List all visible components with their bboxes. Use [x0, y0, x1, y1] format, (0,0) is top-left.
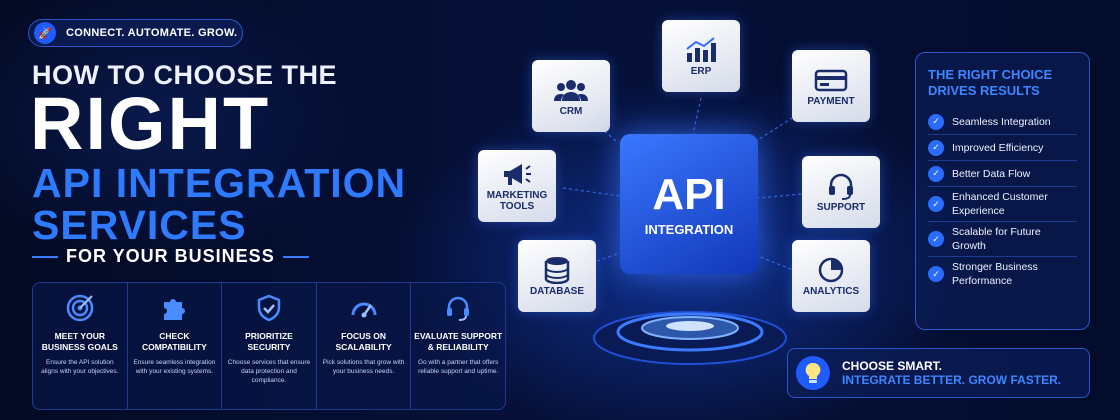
headline-line1: HOW TO CHOOSE THE: [32, 60, 338, 90]
result-text: Seamless Integration: [952, 115, 1051, 128]
check-icon: ✓: [928, 231, 944, 247]
users-icon: [554, 76, 588, 104]
headset-icon: [826, 172, 856, 200]
cta-line2: INTEGRATE BETTER. GROW FASTER.: [842, 373, 1062, 387]
check-icon: ✓: [928, 165, 944, 182]
headline-line3: API INTEGRATION: [32, 160, 407, 206]
result-text: Stronger Business Performance: [952, 261, 1038, 287]
step-title: PRIORITIZE SECURITY: [245, 331, 293, 352]
puzzle-piece-erp: ERP: [662, 20, 740, 92]
step-title: CHECK COMPATIBILITY: [141, 331, 207, 352]
result-text: Improved Efficiency: [952, 141, 1044, 154]
puzzle-piece-analytics: ANALYTICS: [792, 240, 870, 312]
steps-panel: MEET YOUR BUSINESS GOALS Ensure the API …: [32, 282, 506, 410]
result-item: ✓ Improved Efficiency: [928, 135, 1077, 161]
bar-chart-icon: [684, 36, 718, 64]
headline-line4: SERVICES: [32, 202, 247, 248]
piece-label: PAYMENT: [807, 95, 855, 107]
check-icon: ✓: [928, 266, 944, 282]
step-desc: Go with a partner that offers reliable s…: [417, 359, 499, 375]
piece-label: MARKETING TOOLS: [486, 190, 548, 212]
step-security: PRIORITIZE SECURITY Choose services that…: [222, 283, 317, 409]
step-desc: Pick solutions that grow with your busin…: [322, 359, 405, 375]
megaphone-icon: [501, 160, 533, 188]
result-text: Enhanced Customer Experience: [952, 191, 1048, 217]
result-text: Better Data Flow: [952, 167, 1031, 180]
check-icon: ✓: [928, 113, 944, 130]
cta-text: CHOOSE SMART. INTEGRATE BETTER. GROW FAS…: [842, 359, 1061, 387]
puzzle-piece-support: SUPPORT: [802, 156, 880, 228]
results-panel: THE RIGHT CHOICE DRIVES RESULTS ✓ Seamle…: [915, 52, 1090, 330]
step-desc: Ensure seamless integration with your ex…: [133, 359, 216, 375]
check-icon: ✓: [928, 196, 944, 212]
lightbulb-icon: [796, 356, 830, 390]
result-item: ✓ Scalable for Future Growth: [928, 222, 1077, 257]
divider-right: [282, 255, 309, 258]
headline-line5: FOR YOUR BUSINESS: [32, 246, 352, 267]
result-text: Scalable for Future Growth: [952, 226, 1041, 252]
tagline-pill: 🚀 CONNECT. AUTOMATE. GROW.: [28, 19, 243, 47]
step-scalability: FOCUS ON SCALABILITY Pick solutions that…: [317, 283, 412, 409]
check-icon: ✓: [928, 139, 944, 156]
puzzle-piece-database: DATABASE: [518, 240, 596, 312]
puzzle-piece-crm: CRM: [532, 60, 610, 132]
hub-sub-text: INTEGRATION: [644, 221, 734, 237]
result-item: ✓ Seamless Integration: [928, 109, 1077, 135]
headline-line5-text: FOR YOUR BUSINESS: [66, 246, 275, 266]
shield-icon: [252, 291, 286, 325]
step-title: MEET YOUR BUSINESS GOALS: [41, 331, 118, 352]
credit-card-icon: [814, 66, 848, 94]
puzzle-piece-payment: PAYMENT: [792, 50, 870, 122]
step-desc: Choose services that ensure data protect…: [227, 359, 311, 384]
piece-label: ANALYTICS: [802, 285, 860, 297]
piece-label: ERP: [690, 65, 712, 77]
headset-icon: [441, 291, 475, 325]
puzzle-piece-marketing: MARKETING TOOLS: [478, 150, 556, 222]
api-integration-hub: API INTEGRATION: [620, 134, 758, 274]
hub-main-text: API: [652, 169, 726, 219]
database-icon: [544, 256, 570, 284]
cta-banner: CHOOSE SMART. INTEGRATE BETTER. GROW FAS…: [787, 348, 1090, 398]
step-business-goals: MEET YOUR BUSINESS GOALS Ensure the API …: [33, 283, 128, 409]
result-item: ✓ Stronger Business Performance: [928, 257, 1077, 291]
cta-line1: CHOOSE SMART.: [842, 359, 943, 373]
result-item: ✓ Better Data Flow: [928, 161, 1077, 187]
puzzle-icon: [157, 291, 191, 325]
step-desc: Ensure the API solution aligns with your…: [41, 359, 119, 375]
tagline-text: CONNECT. AUTOMATE. GROW.: [66, 27, 238, 39]
results-title: THE RIGHT CHOICE DRIVES RESULTS: [928, 67, 1053, 98]
piece-label: CRM: [559, 105, 583, 117]
glowing-platform: [593, 311, 787, 365]
step-title: EVALUATE SUPPORT & RELIABILITY: [414, 331, 503, 352]
divider-left: [32, 255, 58, 258]
step-title: FOCUS ON SCALABILITY: [335, 331, 392, 352]
piece-label: SUPPORT: [816, 201, 866, 213]
pie-chart-icon: [817, 256, 845, 284]
step-compatibility: CHECK COMPATIBILITY Ensure seamless inte…: [128, 283, 223, 409]
target-icon: [63, 291, 97, 325]
gauge-icon: [347, 291, 381, 325]
headline-line2: RIGHT: [30, 82, 271, 165]
integration-diagram: CRM ERP PAYMENT MARKETING TOOLS SUPPORT …: [468, 18, 910, 408]
piece-label: DATABASE: [529, 285, 585, 297]
step-support: EVALUATE SUPPORT & RELIABILITY Go with a…: [411, 283, 505, 409]
rocket-icon: 🚀: [34, 22, 56, 44]
result-item: ✓ Enhanced Customer Experience: [928, 187, 1077, 222]
